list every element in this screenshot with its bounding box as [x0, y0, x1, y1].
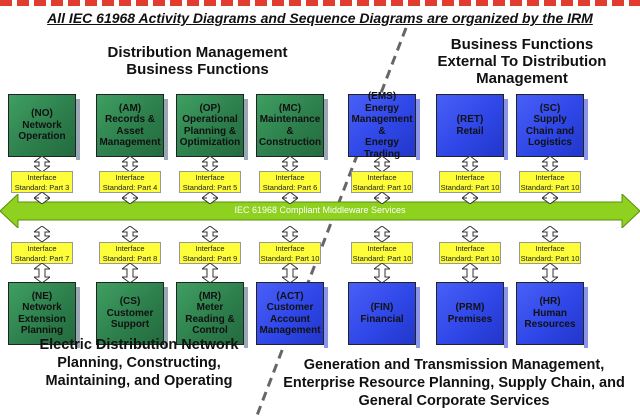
interface-label-top: Interface Standard: Part 10 — [519, 171, 581, 193]
heading-generation-transmission: Generation and Transmission Management, … — [283, 357, 625, 409]
heading-electric-distribution: Electric Distribution Network Planning, … — [39, 337, 239, 389]
function-box-bottom: (CS) Customer Support — [96, 282, 168, 348]
function-box-top: (MC) Maintenance & Construction — [256, 94, 328, 160]
double-arrow — [34, 263, 50, 283]
double-arrow — [282, 156, 298, 172]
double-arrow — [462, 192, 478, 204]
heading-external-functions: Business Functions External To Distribut… — [437, 36, 607, 87]
double-arrow — [202, 156, 218, 172]
interface-label-top: Interface Standard: Part 10 — [439, 171, 501, 193]
interface-label-top: Interface Standard: Part 4 — [99, 171, 161, 193]
function-box-top: (OP) Operational Planning & Optimization — [176, 94, 248, 160]
page-title: All IEC 61968 Activity Diagrams and Sequ… — [47, 10, 593, 26]
function-box-bottom: (FIN) Financial — [348, 282, 420, 348]
interface-label-bottom: Interface Standard: Part 10 — [351, 242, 413, 264]
function-box-bottom: (ACT) Customer Account Management — [256, 282, 328, 348]
double-arrow — [202, 226, 218, 242]
double-arrow — [34, 156, 50, 172]
double-arrow — [374, 192, 390, 204]
double-arrow — [282, 226, 298, 242]
double-arrow — [282, 192, 298, 204]
double-arrow — [282, 263, 298, 283]
interface-label-top: Interface Standard: Part 5 — [179, 171, 241, 193]
top-dashed-bar — [0, 0, 640, 6]
double-arrow — [374, 226, 390, 242]
function-box-top: (EMS) Energy Management & Energy Trading — [348, 91, 420, 160]
double-arrow — [374, 156, 390, 172]
double-arrow — [462, 156, 478, 172]
middleware-label: IEC 61968 Compliant Middleware Services — [234, 205, 406, 215]
double-arrow — [122, 226, 138, 242]
double-arrow — [202, 192, 218, 204]
double-arrow — [542, 263, 558, 283]
interface-label-bottom: Interface Standard: Part 9 — [179, 242, 241, 264]
double-arrow — [542, 226, 558, 242]
interface-label-bottom: Interface Standard: Part 10 — [439, 242, 501, 264]
function-box-top: (NO) Network Operation — [8, 94, 80, 160]
double-arrow — [34, 192, 50, 204]
double-arrow — [122, 263, 138, 283]
interface-label-top: Interface Standard: Part 6 — [259, 171, 321, 193]
double-arrow — [374, 263, 390, 283]
double-arrow — [122, 192, 138, 204]
double-arrow — [202, 263, 218, 283]
function-box-bottom: (HR) Human Resources — [516, 282, 588, 348]
heading-distribution-management: Distribution Management Business Functio… — [107, 44, 288, 78]
interface-label-bottom: Interface Standard: Part 7 — [11, 242, 73, 264]
double-arrow — [34, 226, 50, 242]
double-arrow — [122, 156, 138, 172]
function-box-bottom: (NE) Network Extension Planning — [8, 282, 80, 348]
middleware-bus — [0, 194, 640, 228]
double-arrow — [542, 156, 558, 172]
interface-label-top: Interface Standard: Part 3 — [11, 171, 73, 193]
double-arrow — [462, 263, 478, 283]
function-box-bottom: (PRM) Premises — [436, 282, 508, 348]
function-box-top: (AM) Records & Asset Management — [96, 94, 168, 160]
interface-label-bottom: Interface Standard: Part 10 — [519, 242, 581, 264]
function-box-bottom: (MR) Meter Reading & Control — [176, 282, 248, 348]
double-arrow — [462, 226, 478, 242]
function-box-top: (RET) Retail — [436, 94, 508, 160]
interface-label-bottom: Interface Standard: Part 8 — [99, 242, 161, 264]
function-box-top: (SC) Supply Chain and Logistics — [516, 94, 588, 160]
double-arrow — [542, 192, 558, 204]
interface-label-bottom: Interface Standard: Part 10 — [259, 242, 321, 264]
interface-label-top: Interface Standard: Part 10 — [351, 171, 413, 193]
